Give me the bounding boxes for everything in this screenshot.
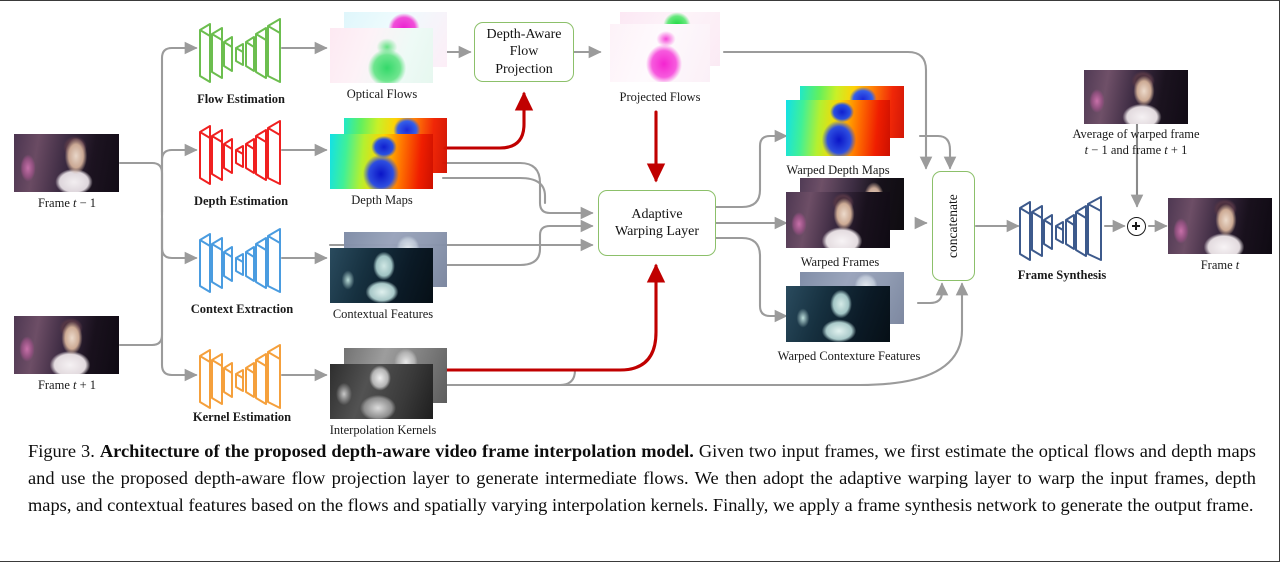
frame-t-thumbnail (1168, 198, 1272, 254)
adaptive-warping-layer-label: Adaptive Warping Layer (615, 206, 699, 239)
flow-estimation-label: Flow Estimation (197, 92, 285, 106)
frame-synthesis-unet (1016, 188, 1108, 269)
depth-estimation-unet (196, 114, 286, 193)
kernel-estimation-label: Kernel Estimation (192, 410, 292, 424)
warped-contexture-features-label: Warped Contexture Features (777, 349, 921, 363)
warped-depth-maps-label: Warped Depth Maps (786, 163, 890, 177)
frame-prev-thumbnail (14, 134, 119, 192)
optical-flows-front-image (330, 28, 433, 83)
kernel-estimation-unet (196, 338, 286, 417)
frame-prev-label: Frame t − 1 (37, 196, 97, 210)
optical-flows-label: Optical Flows (346, 87, 418, 101)
depth-aware-flow-projection-box[interactable]: Depth-Aware Flow Projection (474, 22, 574, 82)
depth-maps-label: Depth Maps (351, 193, 413, 207)
caption-body: Given two input frames, we first estimat… (28, 441, 1256, 516)
flow-estimation-unet (196, 12, 286, 91)
warped-contexture-front-image (786, 286, 890, 342)
concatenate-label: concatenate (945, 194, 961, 258)
context-extraction-unet (196, 222, 286, 301)
projected-flows-front-image (610, 24, 710, 82)
caption-number: Figure 3. (28, 441, 95, 461)
context-extraction-label: Context Extraction (190, 302, 294, 316)
average-warped-frame-label: Average of warped frame t − 1 and frame … (1072, 127, 1200, 158)
frame-next-label: Frame t + 1 (37, 378, 97, 392)
warped-frames-front-image (786, 192, 890, 248)
figure-caption: Figure 3. Architecture of the proposed d… (28, 438, 1256, 519)
depth-estimation-label: Depth Estimation (193, 194, 289, 208)
depth-maps-front-image (330, 134, 433, 189)
contextual-features-front-image (330, 248, 433, 303)
caption-title: Architecture of the proposed depth-aware… (99, 441, 694, 461)
concatenate-box[interactable]: concatenate (932, 171, 975, 281)
projected-flows-label: Projected Flows (619, 90, 701, 104)
add-operator-icon (1127, 217, 1146, 236)
adaptive-warping-layer-box[interactable]: Adaptive Warping Layer (598, 190, 716, 256)
contextual-features-label: Contextual Features (332, 307, 434, 321)
frame-synthesis-label: Frame Synthesis (1017, 268, 1107, 282)
frame-next-thumbnail (14, 316, 119, 374)
frame-t-label: Frame t (1200, 258, 1240, 272)
average-warped-frame-thumbnail (1084, 70, 1188, 124)
page-top-rule (0, 0, 1280, 1)
interpolation-kernels-front-image (330, 364, 433, 419)
architecture-diagram: Frame t − 1 Frame t + 1 (14, 12, 1272, 437)
depth-aware-flow-projection-label: Depth-Aware Flow Projection (486, 26, 562, 77)
warped-depth-maps-front-image (786, 100, 890, 156)
interpolation-kernels-label: Interpolation Kernels (329, 423, 437, 437)
warped-frames-label: Warped Frames (800, 255, 880, 269)
